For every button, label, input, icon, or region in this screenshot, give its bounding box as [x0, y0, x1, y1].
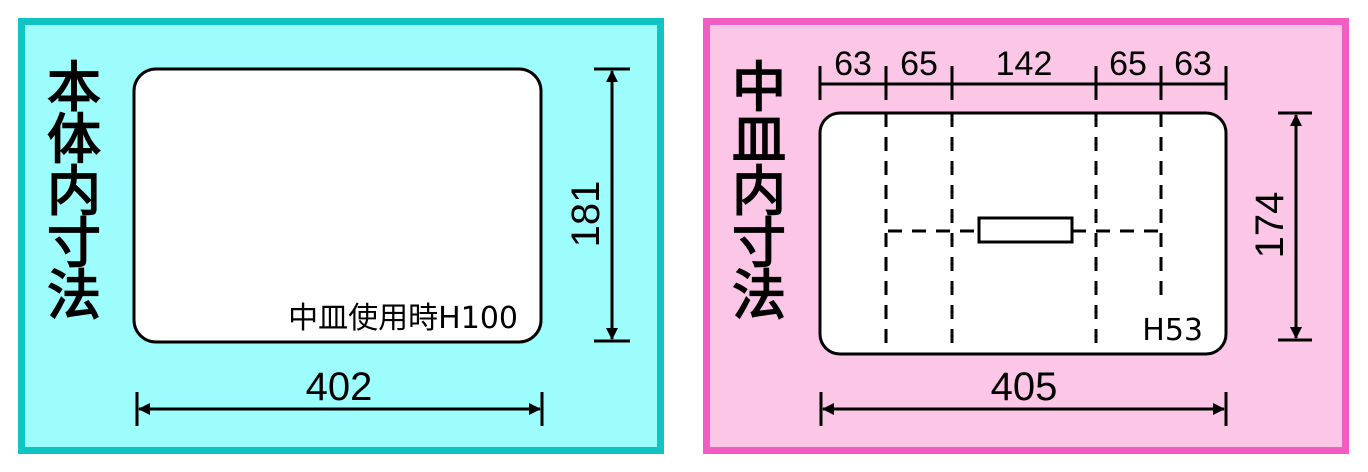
segment-label: 63 — [1174, 45, 1212, 83]
inner-tray-height-label: 174 — [1248, 192, 1292, 259]
inner-tray-height-note: H53 — [1142, 313, 1203, 348]
title-char: 体 — [47, 108, 101, 171]
title-char: 寸 — [47, 212, 101, 275]
segment-label: 65 — [1109, 45, 1147, 83]
main-body-title: 本 体 内 寸 法 — [47, 56, 101, 327]
title-char: 中 — [732, 56, 786, 119]
segment-label: 142 — [996, 45, 1053, 83]
main-body-width-label: 402 — [306, 365, 373, 409]
segment-label: 63 — [834, 45, 872, 83]
main-body-height-note: 中皿使用時H100 — [288, 301, 518, 336]
title-char: 皿 — [732, 108, 786, 171]
title-char: 法 — [732, 264, 786, 327]
main-body-outline — [132, 67, 543, 344]
tray-handle — [977, 216, 1074, 244]
title-char: 法 — [47, 264, 101, 327]
inner-tray-panel: 中 皿 内 寸 法 — [703, 18, 1349, 454]
title-char: 内 — [732, 160, 786, 223]
main-body-height-label: 181 — [564, 181, 608, 248]
title-char: 本 — [47, 56, 101, 119]
inner-tray-title: 中 皿 内 寸 法 — [732, 56, 786, 327]
title-char: 内 — [47, 160, 101, 223]
segment-label: 65 — [900, 45, 938, 83]
title-char: 寸 — [732, 212, 786, 275]
inner-tray-width-label: 405 — [991, 365, 1058, 409]
